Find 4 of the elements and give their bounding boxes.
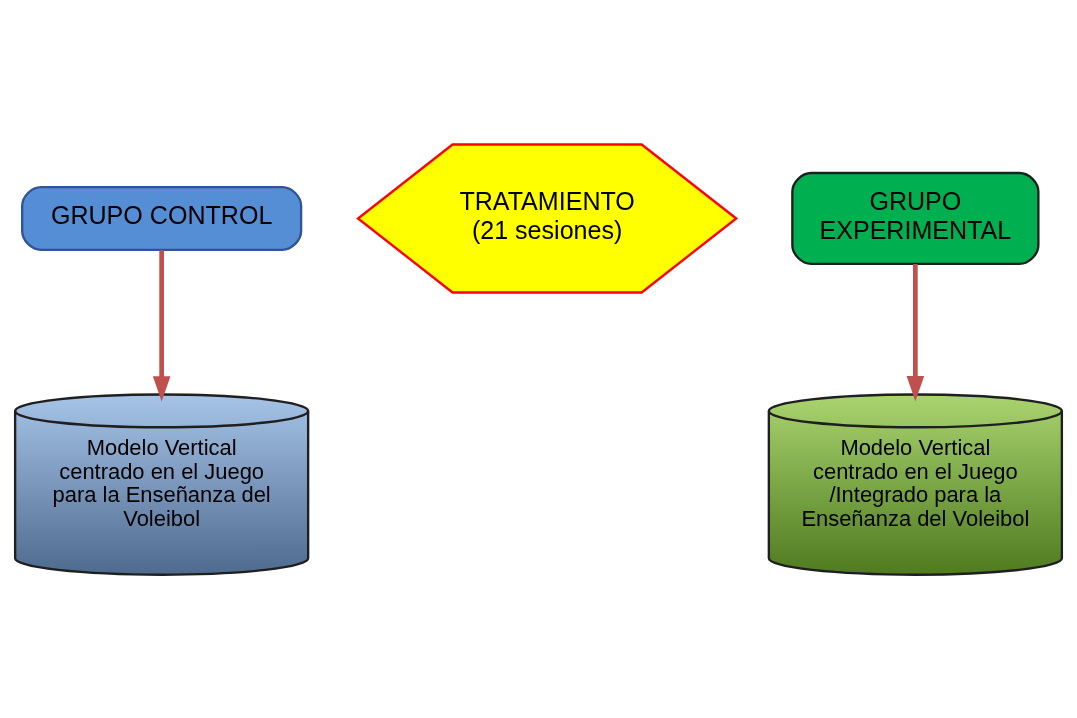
node-box: GRUPO CONTROL	[21, 185, 303, 251]
arrow	[906, 263, 925, 401]
node-box: GRUPO EXPERIMENTAL	[791, 171, 1040, 265]
arrow	[152, 249, 171, 401]
